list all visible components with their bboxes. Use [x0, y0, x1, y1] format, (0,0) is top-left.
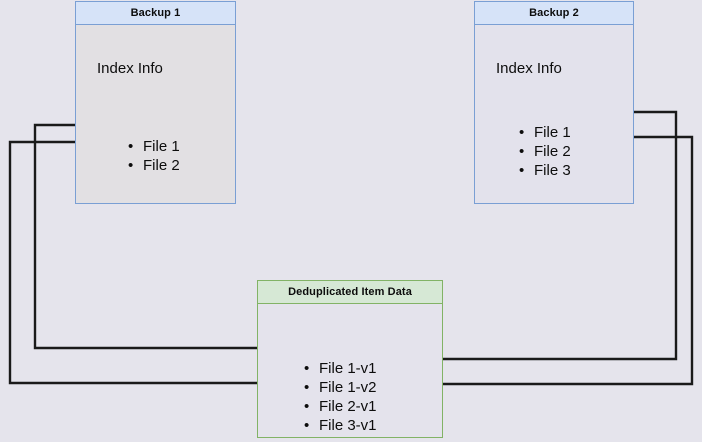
- node-backup-2-body: Index Info File 1 File 2 File 3: [475, 25, 633, 203]
- list-item: File 1-v2: [302, 378, 377, 397]
- node-backup-2-file-list: File 1 File 2 File 3: [517, 123, 571, 180]
- node-backup-1-file-list: File 1 File 2: [126, 137, 180, 175]
- node-deduplicated-item-data[interactable]: Deduplicated Item Data File 1-v1 File 1-…: [257, 280, 443, 438]
- node-backup-1-subtitle: Index Info: [97, 60, 163, 77]
- node-backup-1[interactable]: Backup 1 Index Info File 1 File 2: [75, 1, 236, 204]
- list-item: File 2-v1: [302, 397, 377, 416]
- list-item: File 2: [517, 142, 571, 161]
- list-item: File 3-v1: [302, 416, 377, 435]
- node-backup-2-subtitle: Index Info: [496, 60, 562, 77]
- node-backup-2-header: Backup 2: [475, 2, 633, 25]
- list-item: File 1-v1: [302, 359, 377, 378]
- node-deduplicated-item-data-header: Deduplicated Item Data: [258, 281, 442, 304]
- list-item: File 1: [517, 123, 571, 142]
- node-deduplicated-item-data-body: File 1-v1 File 1-v2 File 2-v1 File 3-v1: [258, 304, 442, 437]
- list-item: File 3: [517, 161, 571, 180]
- list-item: File 2: [126, 156, 180, 175]
- node-backup-1-header: Backup 1: [76, 2, 235, 25]
- node-backup-2[interactable]: Backup 2 Index Info File 1 File 2 File 3: [474, 1, 634, 204]
- node-deduplicated-file-list: File 1-v1 File 1-v2 File 2-v1 File 3-v1: [302, 359, 377, 435]
- node-backup-1-body: Index Info File 1 File 2: [76, 25, 235, 203]
- list-item: File 1: [126, 137, 180, 156]
